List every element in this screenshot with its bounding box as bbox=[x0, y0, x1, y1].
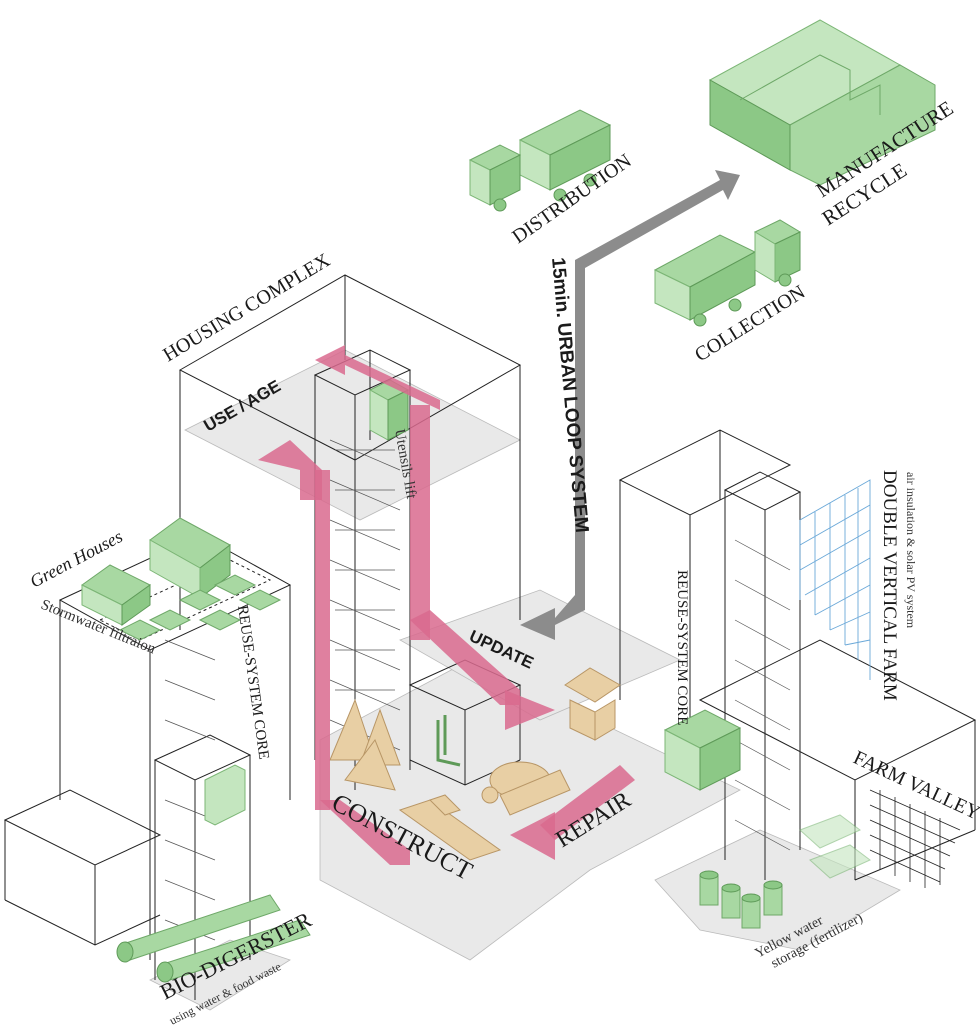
label-farm-note: air insulation & solar PV system bbox=[904, 472, 918, 629]
label-farm-valley: FARM VALLEY bbox=[850, 747, 980, 825]
housing-top-floor bbox=[184, 349, 521, 521]
far-left-box bbox=[3, 789, 162, 946]
distribution-truck bbox=[468, 109, 612, 212]
bio-digester-tanks bbox=[116, 894, 311, 983]
stormwater-tiles bbox=[118, 574, 282, 641]
label-double-vertical-farm: DOUBLE VERTICAL FARM bbox=[879, 470, 900, 701]
lift-stairs bbox=[329, 439, 401, 751]
label-urban-loop: 15min. URBAN LOOP SYSTEM bbox=[547, 257, 592, 534]
solar-pv-panels bbox=[799, 479, 871, 680]
urban-loop-arrow bbox=[520, 170, 740, 640]
kiosk-object bbox=[564, 667, 621, 741]
label-reuse-core-right: REUSE-SYSTEM CORE bbox=[674, 570, 690, 725]
label-reuse-core-left: REUSE-SYSTEM CORE bbox=[234, 604, 271, 760]
yellow-water-tanks bbox=[699, 870, 783, 929]
green-house-small bbox=[81, 564, 151, 626]
lift-green-box bbox=[368, 379, 410, 441]
farm-valley-plants bbox=[799, 814, 871, 879]
plank-materials bbox=[398, 794, 502, 861]
tent-structures bbox=[329, 698, 401, 791]
pink-loop-arrow bbox=[258, 345, 635, 865]
label-housing-complex: HOUSING COMPLEX bbox=[159, 249, 334, 366]
mixer-machine bbox=[481, 761, 571, 816]
factory-building bbox=[708, 19, 936, 186]
green-house-large bbox=[149, 517, 231, 600]
collection-truck bbox=[653, 219, 802, 327]
core-green-block bbox=[204, 764, 246, 826]
farm-green-box bbox=[663, 709, 742, 791]
farm-valley-grid bbox=[869, 789, 961, 888]
green-trolley bbox=[436, 715, 461, 767]
